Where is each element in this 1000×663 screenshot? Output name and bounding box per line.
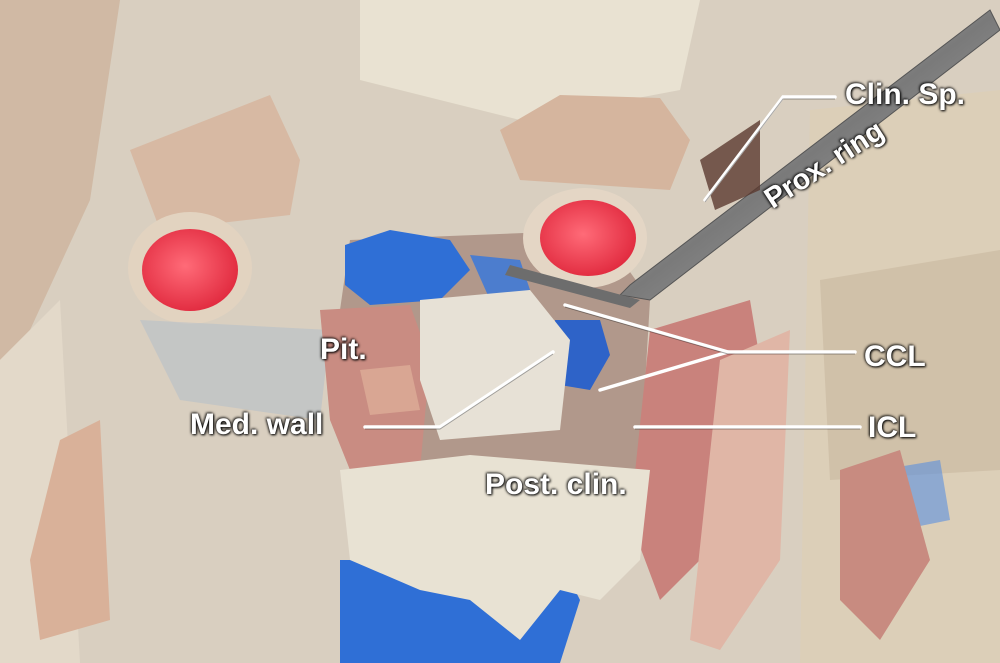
- label-icl: ICL: [868, 411, 917, 444]
- right-carotid-artery: [540, 200, 636, 276]
- label-posterior-clinoid: Post. clin.: [485, 468, 627, 501]
- label-clinoid-space: Clin. Sp.: [845, 78, 965, 111]
- cavernous-sinus-blue: [345, 230, 470, 305]
- posterior-clinoid: [340, 455, 650, 640]
- leader-lines: [363, 95, 862, 429]
- label-ccl: CCL: [864, 340, 926, 373]
- label-medial-wall: Med. wall: [190, 408, 324, 441]
- label-pituitary: Pit.: [320, 333, 367, 366]
- forceps-instrument: [618, 9, 1000, 301]
- left-carotid-artery: [142, 229, 238, 311]
